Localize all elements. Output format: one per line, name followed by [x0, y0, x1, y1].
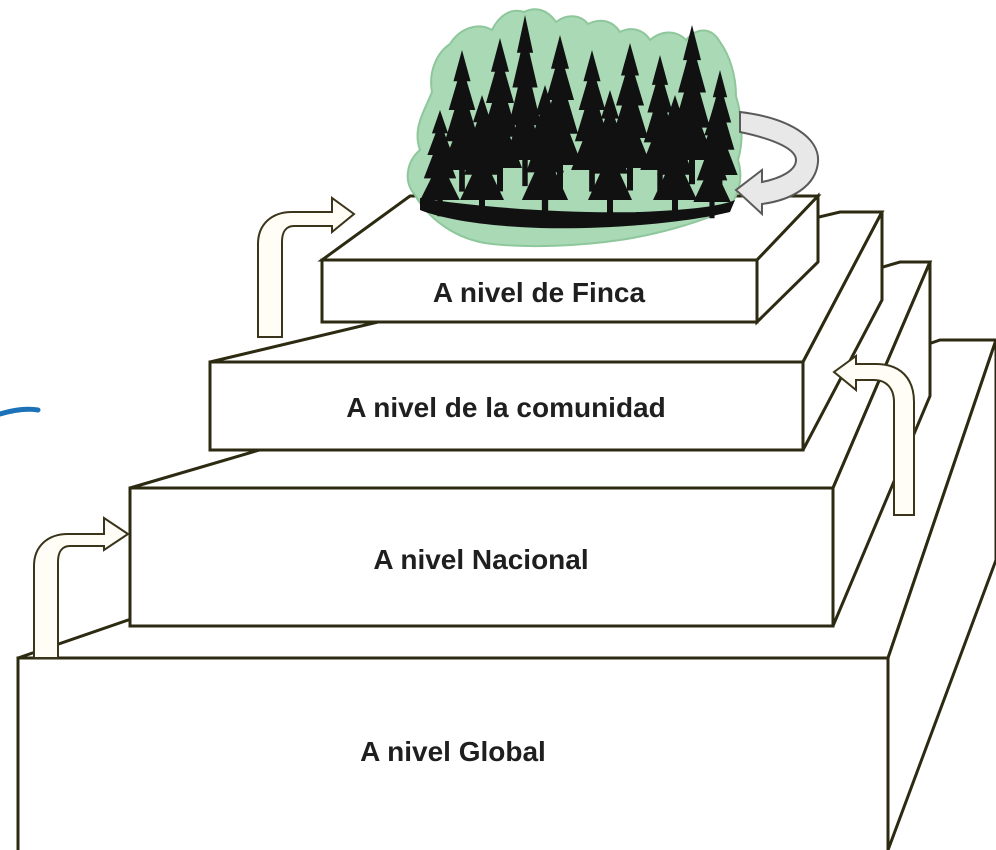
label-nacional: A nivel Nacional	[373, 544, 589, 575]
forest-ground	[420, 198, 735, 229]
label-comunidad: A nivel de la comunidad	[346, 392, 666, 423]
forest-illustration	[406, 8, 743, 248]
step-arrow-comunidad	[832, 354, 915, 516]
label-global: A nivel Global	[360, 736, 546, 767]
label-finca: A nivel de Finca	[432, 277, 646, 308]
global-front-face	[16, 656, 890, 850]
circular-arrow-body	[734, 110, 820, 217]
nacional-front-face	[128, 486, 835, 628]
circular-arrow	[734, 110, 820, 217]
comunidad-front-face	[208, 360, 805, 452]
accent-line	[0, 406, 41, 417]
finca-front-face	[320, 258, 759, 324]
step-arrow-finca	[257, 196, 356, 338]
step-arrow-nacional	[33, 516, 130, 659]
